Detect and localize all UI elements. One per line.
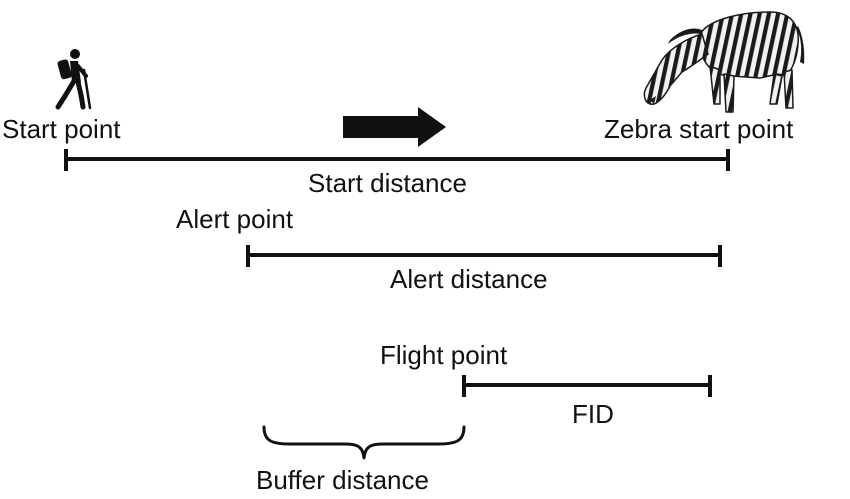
flight-point-label: Flight point (380, 340, 507, 370)
start-distance-label: Start distance (308, 168, 467, 198)
brace-icon (264, 427, 464, 458)
start-point-label: Start point (2, 114, 121, 144)
alert-distance-label: Alert distance (390, 264, 548, 294)
arrow-right-icon (343, 107, 446, 147)
zebra-start-point-label: Zebra start point (604, 114, 793, 144)
fid-line (464, 375, 710, 397)
fid-label: FID (572, 399, 614, 429)
buffer-distance-label: Buffer distance (256, 465, 429, 495)
alert-point-label: Alert point (176, 204, 293, 234)
